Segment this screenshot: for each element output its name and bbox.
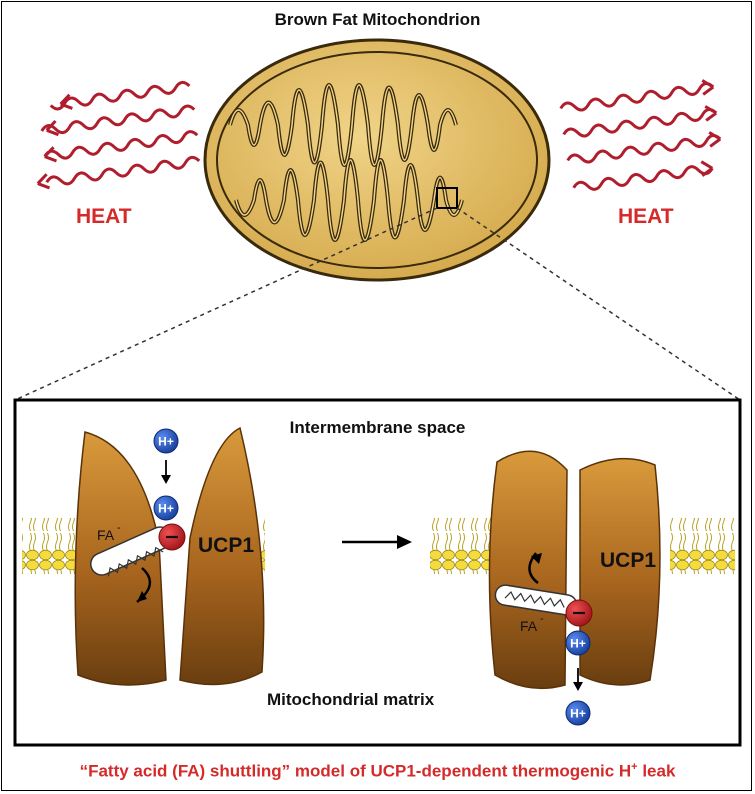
caption-sup: + [631, 761, 638, 773]
heat-wave-arrow [572, 160, 714, 191]
proton-left-top [153, 428, 179, 454]
zoom-lines [14, 207, 741, 401]
proton-right-released [565, 700, 591, 726]
proton-label: H+ [158, 502, 174, 516]
intermembrane-space-label: Intermembrane space [289, 418, 466, 437]
figure-title: Brown Fat Mitochondrion [274, 10, 481, 29]
heat-wave-arrow [43, 130, 199, 163]
heat-wave-arrow [36, 155, 201, 190]
ucp1-right-lobe-a [488, 450, 568, 690]
ucp1-right [488, 450, 661, 690]
ucp1-right-lobe-b [579, 457, 661, 686]
heat-wave-arrow [49, 80, 191, 111]
fa-charge-left: - [117, 522, 121, 534]
membrane-right-out [670, 518, 735, 574]
mitochondrion [203, 38, 551, 282]
fa-anion-left [158, 523, 186, 551]
heat-label-left: HEAT [76, 205, 132, 228]
fa-label-left: FA [97, 527, 115, 543]
proton-right-bound [565, 630, 591, 656]
down-arrow-right [573, 668, 583, 691]
mitochondrial-matrix-label: Mitochondrial matrix [267, 690, 435, 709]
caption-main: “Fatty acid (FA) shuttling” model of UCP… [79, 761, 632, 781]
heat-waves-right [559, 79, 722, 191]
transition-arrow [342, 535, 412, 549]
proton-label: H+ [570, 707, 586, 721]
caption-end: leak [637, 761, 676, 781]
ucp1-left [74, 426, 265, 686]
proton-label: H+ [570, 637, 586, 651]
proton-label: H+ [158, 435, 174, 449]
fa-label-right: FA [520, 618, 538, 634]
figure-caption: “Fatty acid (FA) shuttling” model of UCP… [0, 761, 755, 782]
fa-charge-right: - [540, 613, 544, 625]
heat-wave-arrow [566, 131, 722, 164]
heat-label-right: HEAT [618, 205, 674, 228]
heat-wave-arrow [562, 105, 718, 138]
heat-wave-arrow [559, 79, 715, 112]
zoom-box [436, 187, 458, 209]
proton-left-bound [153, 495, 179, 521]
heat-waves-left [36, 80, 201, 190]
membrane-right-in [430, 518, 495, 574]
ucp1-label-left: UCP1 [198, 534, 254, 557]
down-arrow-left [161, 460, 171, 484]
ucp1-label-right: UCP1 [600, 549, 656, 572]
heat-wave-arrow [40, 104, 196, 137]
fa-anion-right [565, 599, 593, 627]
ucp1-left-lobe-b [179, 426, 265, 686]
